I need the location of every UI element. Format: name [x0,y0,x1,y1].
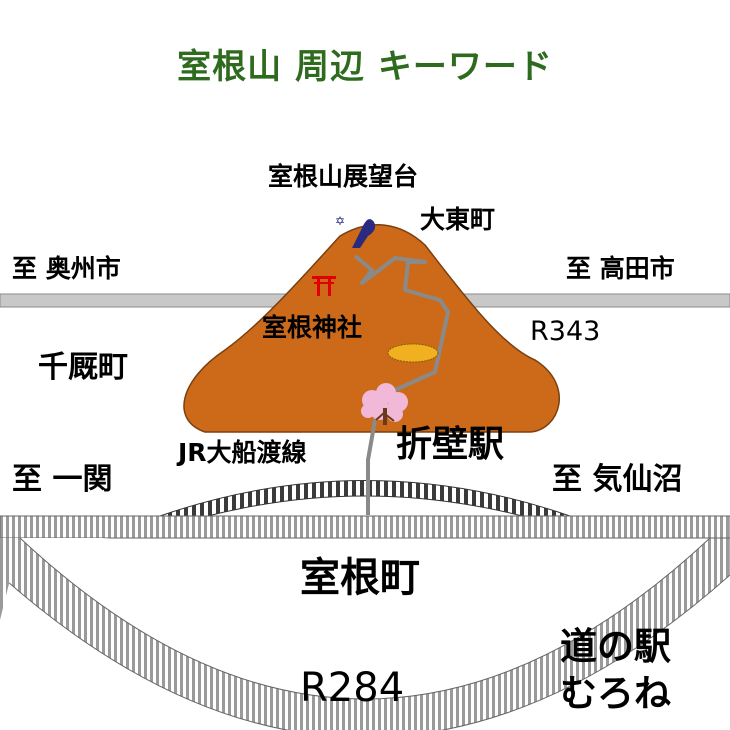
label-daito-town: 大東町 [420,205,496,234]
pond-icon [387,343,439,363]
svg-text:✡: ✡ [335,214,345,228]
cherry-blossom-icon [361,383,408,425]
observatory-icon: ✡ [335,214,376,248]
label-observatory: 室根山展望台 [268,162,419,191]
label-r343: R343 [530,316,601,347]
label-michinoeki-line2: むろね [560,672,671,715]
label-to-oshu: 至 奥州市 [12,254,121,283]
label-michinoeki-line1: 道の駅 [560,625,671,668]
label-murone-town: 室根町 [300,555,420,601]
road-r284-arc [0,537,730,730]
mountain-muronesan [183,224,560,433]
road-r284-left-stub [0,538,20,620]
map-title: 室根山 周辺 キーワード [177,47,553,87]
label-orikabe-station: 折壁駅 [396,424,505,465]
label-r284: R284 [300,665,405,711]
road-r284-top [0,515,730,539]
torii-icon [312,276,336,296]
label-to-ichinoseki: 至 一関 [12,462,113,497]
label-senmaya-town: 千厩町 [38,350,128,385]
label-shrine: 室根神社 [262,313,363,342]
label-to-takata: 至 高田市 [566,254,675,283]
label-jr-line: JR大船渡線 [178,438,307,467]
label-to-kesennuma: 至 気仙沼 [552,462,683,497]
